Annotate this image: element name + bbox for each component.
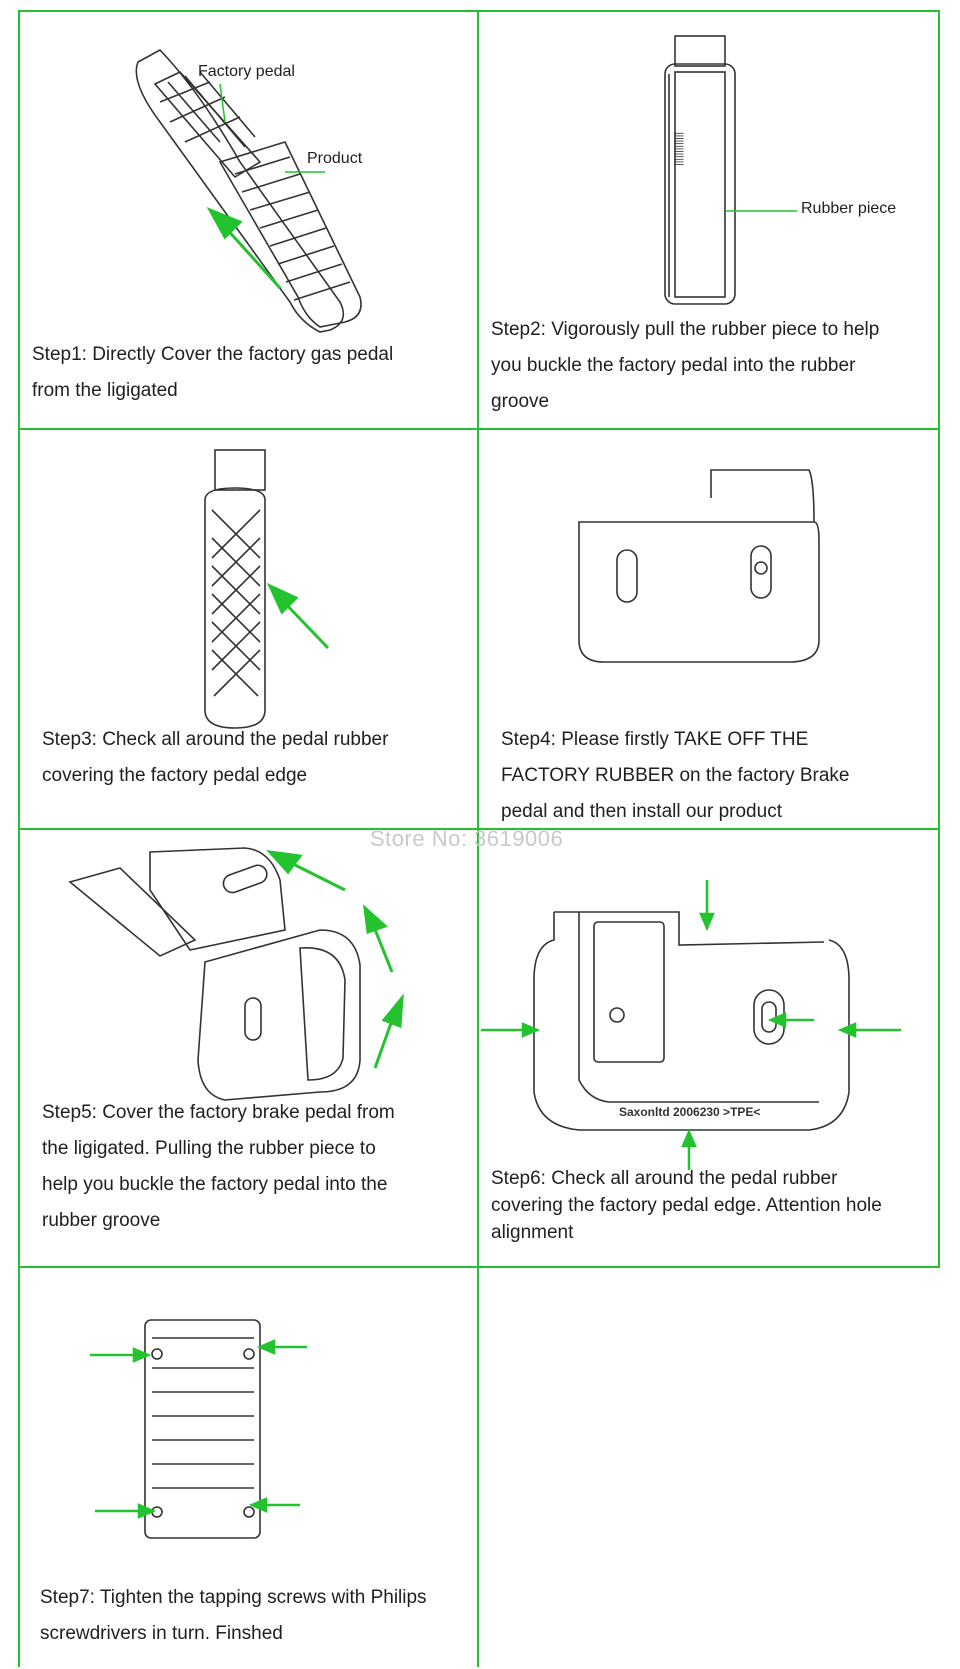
installed-pedal-illustration: Saxonltd 2006230 >TPE<: [481, 880, 901, 1170]
rubber-piece-illustration: |||||||||||||: [664, 35, 797, 305]
step7-panel: Step7: Tighten the tapping screws with P…: [18, 1266, 479, 1667]
step2-caption: Step2: Vigorously pull the rubber piece …: [491, 319, 880, 412]
step4-caption: Step4: Please firstly TAKE OFF THE FACTO…: [501, 729, 850, 822]
empty-panel: [477, 1266, 940, 1667]
step7-caption: Step7: Tighten the tapping screws with P…: [40, 1587, 427, 1644]
step6-caption: Step6: Check all around the pedal rubber…: [491, 1168, 882, 1243]
step1-caption: Step1: Directly Cover the factory gas pe…: [32, 344, 394, 401]
brake-pedal-illustration: [578, 469, 820, 663]
rubber-piece-label: Rubber piece: [801, 200, 897, 217]
step1-panel: Factory pedal Product Step1: Directly Co…: [18, 10, 479, 430]
store-watermark: Store No: 3619006: [370, 826, 564, 851]
step3-panel: Step3: Check all around the pedal rubber…: [18, 428, 479, 830]
svg-text:|||||||||||||: |||||||||||||: [673, 132, 684, 166]
step2-panel: ||||||||||||| Rubber piece Step2: Vigoro…: [477, 10, 940, 430]
pedal-rubber-check-illustration: [204, 449, 330, 729]
brake-pedal-cover-illustration: [68, 847, 404, 1101]
svg-text:Saxonltd 2006230 >TPE<: Saxonltd 2006230 >TPE<: [619, 1105, 760, 1119]
gas-pedal-illustration: [135, 49, 362, 333]
factory-pedal-label: Factory pedal: [198, 63, 295, 80]
step5-caption: Step5: Cover the factory brake pedal fro…: [42, 1102, 395, 1231]
step5-panel: Step5: Cover the factory brake pedal fro…: [18, 828, 479, 1268]
tapping-screws-illustration: [90, 1319, 307, 1539]
step3-caption: Step3: Check all around the pedal rubber…: [42, 729, 389, 786]
product-label: Product: [307, 150, 363, 167]
step6-panel: Saxonltd 2006230 >TPE< Step6: Check all …: [477, 828, 940, 1268]
step4-panel: Step4: Please firstly TAKE OFF THE FACTO…: [477, 428, 940, 830]
